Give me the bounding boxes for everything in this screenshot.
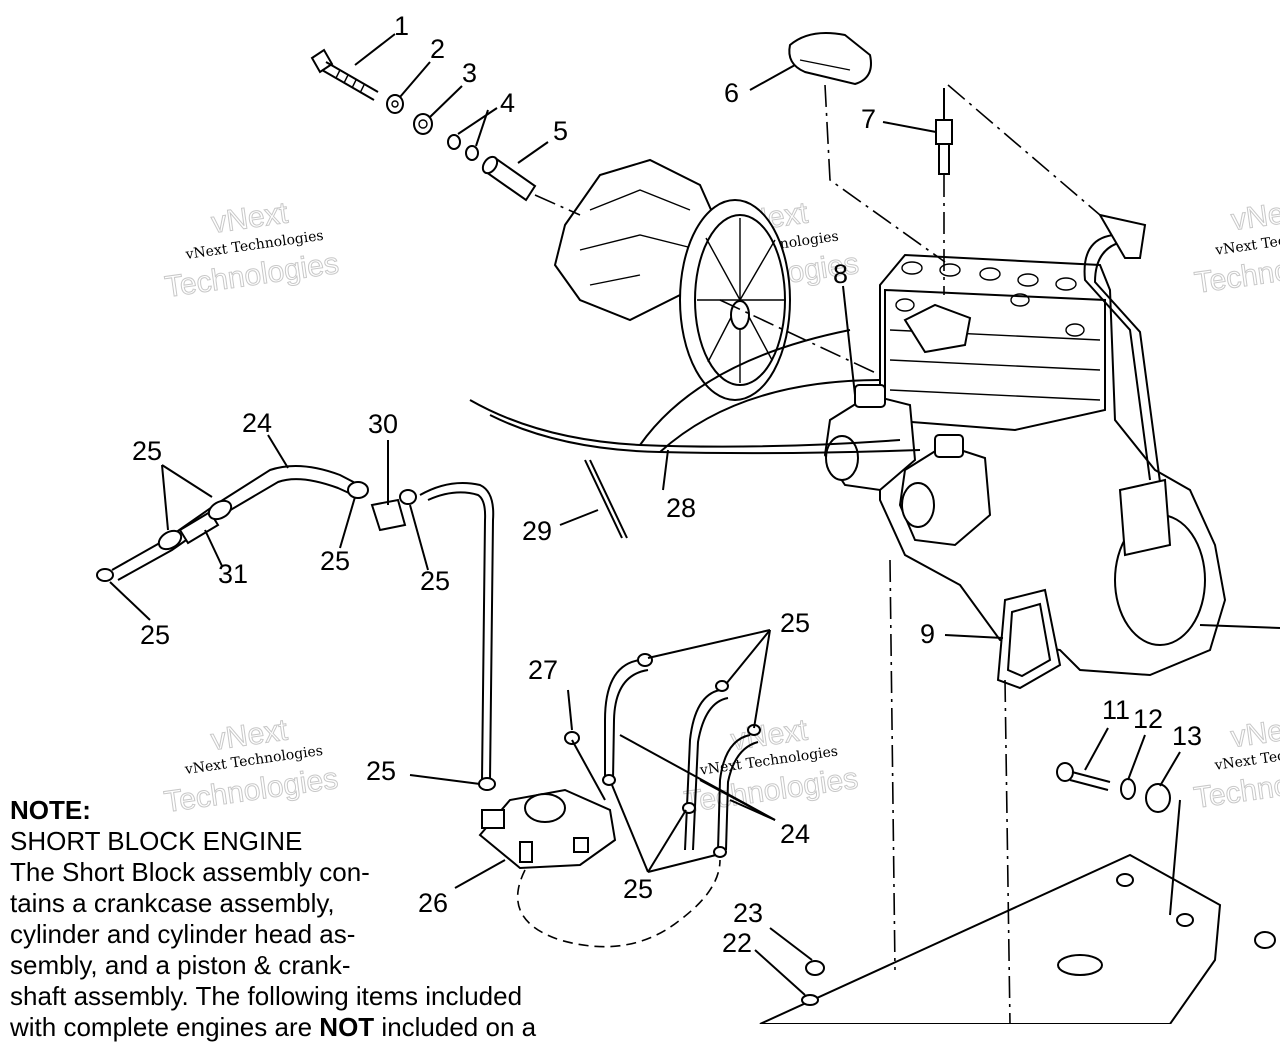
callout-8: 8 [833, 259, 848, 289]
part-carburetors [823, 384, 992, 547]
part-engine-block [879, 253, 1227, 677]
callout-24-b: 24 [780, 819, 810, 849]
callout-9: 9 [920, 619, 935, 649]
note-line-6: with complete engines are NOT included o… [10, 1012, 537, 1042]
callout-30: 30 [368, 409, 398, 439]
watermark-top-right: vNext Technologies vNext Technologies [1192, 193, 1280, 300]
callout-25-c: 25 [420, 566, 450, 596]
callout-3: 3 [462, 58, 477, 88]
note-title: NOTE: [10, 795, 91, 825]
callout-25-a: 25 [132, 436, 162, 466]
part-sleeve [481, 155, 537, 202]
note-line-5: shaft assembly. The following items incl… [10, 981, 523, 1011]
note-line-1: The Short Block assembly con- [10, 857, 370, 887]
svg-text:vNext: vNext [1229, 194, 1280, 237]
part-bolt [310, 48, 379, 101]
short-block-note: NOTE: SHORT BLOCK ENGINE The Short Block… [10, 795, 610, 1043]
svg-text:vNext: vNext [1229, 711, 1280, 754]
callout-12: 12 [1133, 704, 1163, 734]
callout-26: 26 [418, 888, 448, 918]
part-intake-gasket [996, 588, 1062, 690]
part-spacer [413, 113, 433, 135]
callout-24-a: 24 [242, 408, 272, 438]
callout-13: 13 [1172, 721, 1202, 751]
note-subtitle: SHORT BLOCK ENGINE [10, 826, 303, 856]
note-line-3: cylinder and cylinder head as- [10, 919, 356, 949]
callout-25-b: 25 [320, 546, 350, 576]
callout-6: 6 [724, 78, 739, 108]
part-clutch [553, 158, 791, 401]
watermark-top-left: vNext Technologies vNext Technologies [162, 196, 341, 305]
part-fuel-lines-lower [564, 653, 761, 858]
callout-27: 27 [528, 655, 558, 685]
part-engine-plate [759, 853, 1276, 1024]
part-cap [788, 32, 872, 86]
callout-numbers: 1 2 3 4 5 6 7 8 9 11 12 13 22 23 24 24 2… [132, 11, 1202, 958]
callout-1: 1 [394, 11, 409, 41]
callout-23: 23 [733, 898, 763, 928]
part-washer [386, 94, 404, 114]
callout-31: 31 [218, 559, 248, 589]
part-rod [584, 459, 623, 539]
note-line-2: tains a crankcase assembly, [10, 888, 335, 918]
part-fuel-pump [478, 788, 721, 948]
part-mount-hardware [1056, 762, 1171, 813]
leader-lines [109, 33, 1181, 996]
callout-11: 11 [1102, 695, 1130, 725]
callout-29: 29 [522, 516, 552, 546]
part-o-ring-b [465, 145, 479, 161]
callout-25-e: 25 [366, 756, 396, 786]
callout-2: 2 [430, 34, 445, 64]
callout-28: 28 [666, 493, 696, 523]
part-o-ring-a [447, 134, 461, 150]
callout-4: 4 [500, 88, 515, 118]
part-plug-wire [1083, 213, 1161, 483]
callout-25-f: 25 [780, 608, 810, 638]
part-spark-plug [935, 88, 953, 175]
leader-part-10 [1199, 624, 1280, 629]
part-fuel-line-upper [96, 465, 496, 791]
note-emphasis: NOT [319, 1012, 375, 1042]
callout-7: 7 [861, 104, 876, 134]
note-line-4: sembly, and a piston & crank- [10, 950, 351, 980]
callout-25-g: 25 [623, 874, 653, 904]
callout-25-d: 25 [140, 620, 170, 650]
callout-5: 5 [553, 116, 568, 146]
alignment-lines [534, 84, 1101, 1024]
callout-22: 22 [722, 928, 752, 958]
